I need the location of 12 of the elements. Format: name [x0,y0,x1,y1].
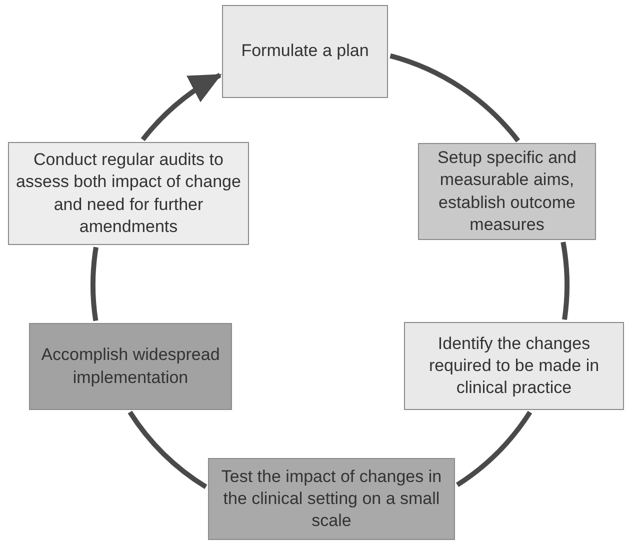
connector-line [90,246,98,322]
process-box: Identify the changes required to be made in clinical practice [404,322,624,410]
arrow [140,72,222,142]
connector-line [456,410,532,487]
process-box: Setup specific and measurable aims, establish outcome measures [418,143,596,240]
connector-line [390,53,520,142]
process-box: Conduct regular audits to assess both impact of change and need for further amendments [8,142,249,245]
process-box: Formulate a plan [222,5,388,98]
connector-line [128,410,208,489]
connector-line [560,242,570,320]
process-box: Test the impact of changes in the clinical setting on a small scale [208,458,455,540]
process-box: Accomplish widespread implementation [29,323,232,410]
